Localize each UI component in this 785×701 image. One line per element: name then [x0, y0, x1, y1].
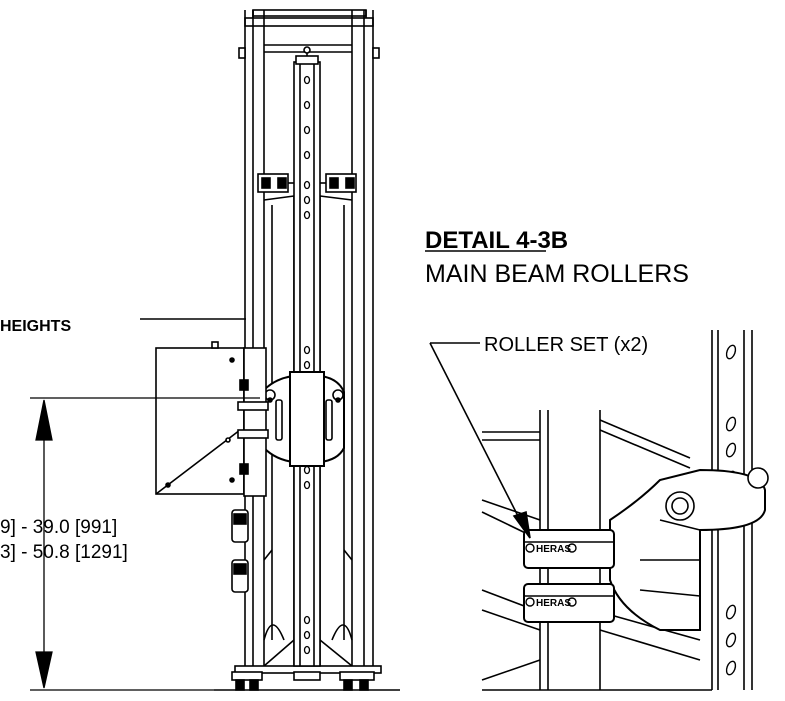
central-beam — [293, 46, 321, 667]
roller-brand-marks: HERAS HERAS — [525, 543, 577, 609]
heras-mark-lower: HERAS — [536, 598, 571, 609]
carriage — [263, 371, 345, 467]
heras-mark-upper: HERAS — [536, 544, 571, 555]
height-range-2: 3] - 50.8 [1291] — [0, 542, 128, 563]
side-handles — [231, 509, 249, 593]
detail-title: DETAIL 4-3B — [425, 227, 568, 254]
detail-subtitle: MAIN BEAM ROLLERS — [425, 260, 689, 288]
height-range-1: 9] - 39.0 [991] — [0, 517, 117, 538]
base-feet — [231, 671, 375, 691]
dimension-lines — [30, 397, 260, 691]
upper-brackets — [257, 173, 357, 193]
enclosure-box — [155, 341, 269, 497]
roller-set-callout: ROLLER SET (x2) — [484, 334, 648, 356]
detail-view — [429, 330, 769, 691]
heights-title: HEIGHTS — [0, 318, 71, 335]
